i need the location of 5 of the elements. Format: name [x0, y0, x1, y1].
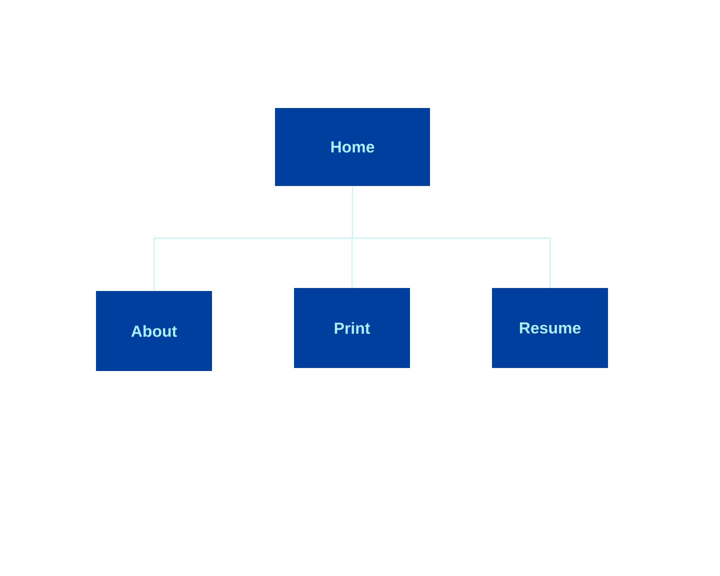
- connector-line: [352, 186, 550, 288]
- page-box: About: [96, 291, 212, 371]
- page-box: Home: [275, 108, 430, 186]
- page-box: Resume: [492, 288, 608, 368]
- page-box: Print: [294, 288, 410, 368]
